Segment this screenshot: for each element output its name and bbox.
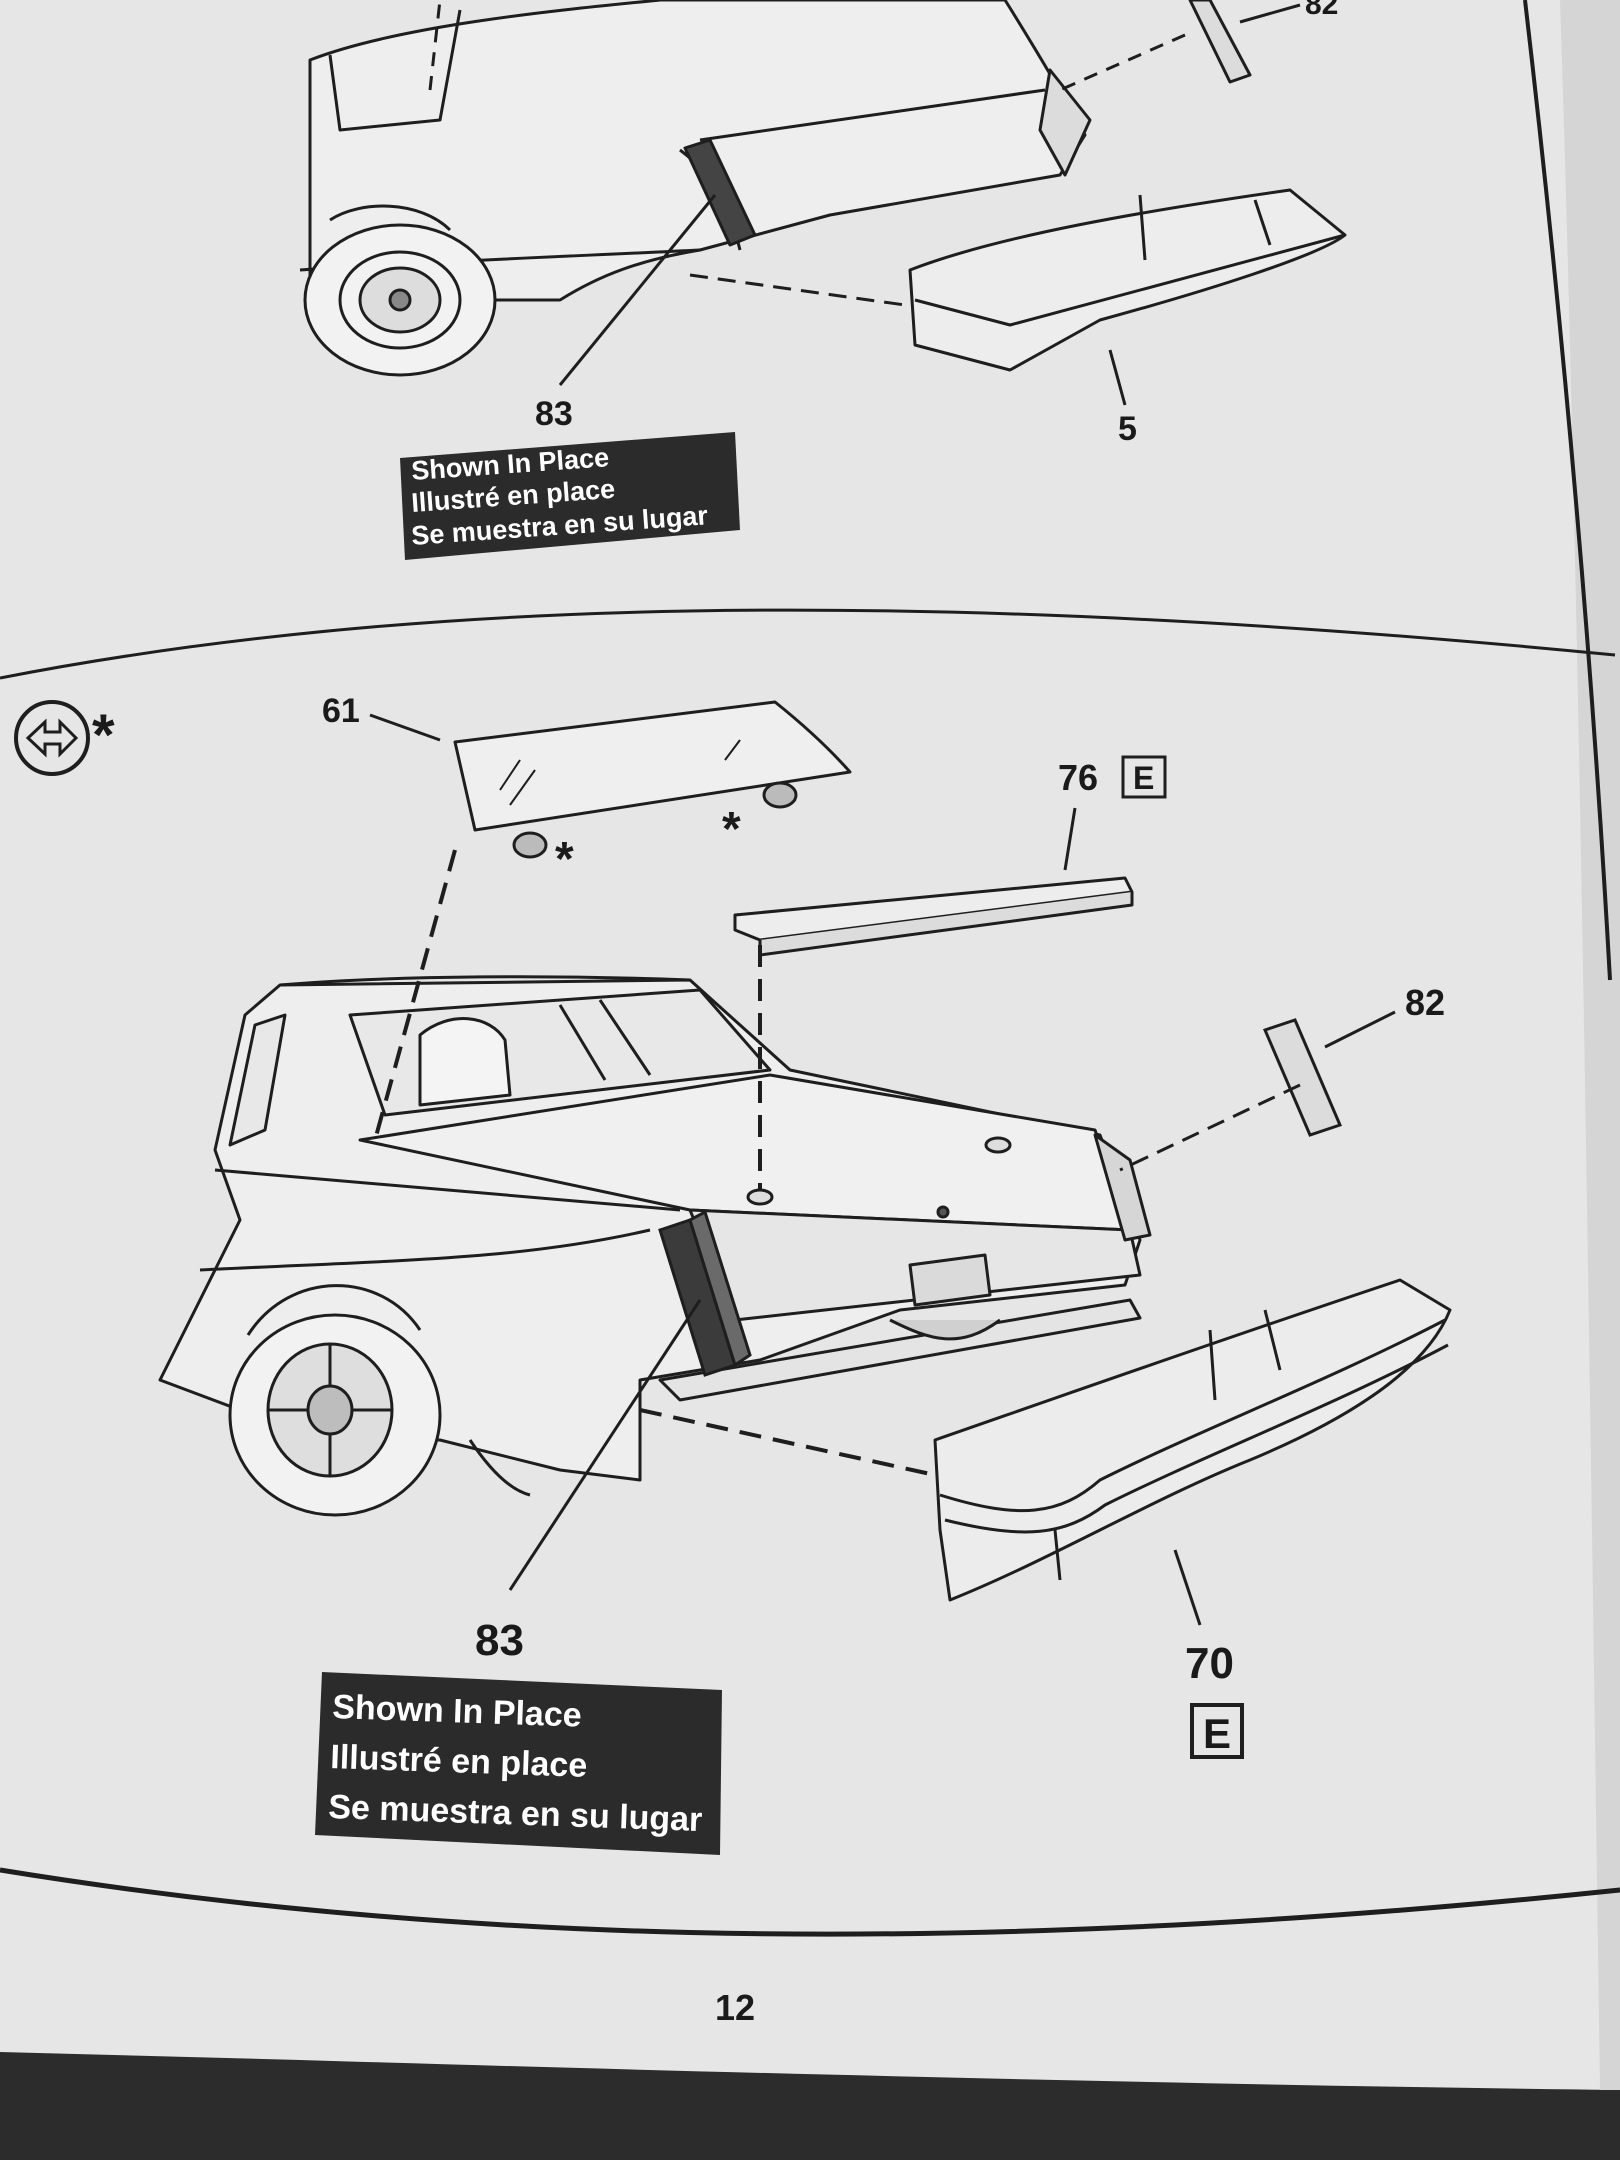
label-82: 82	[1405, 982, 1445, 1023]
upper-bumper-5	[908, 188, 1347, 372]
leader-83	[508, 1299, 702, 1591]
lower-wheel-arch	[246, 1284, 422, 1336]
lower-window-divider-1	[558, 1004, 607, 1081]
lower-seat-back	[418, 1017, 512, 1107]
lower-taillight	[1093, 1133, 1152, 1242]
dashed-70-to-car	[639, 1408, 936, 1477]
lower-window-divider-2	[598, 999, 652, 1076]
leader-70	[1173, 1549, 1202, 1626]
label-76: 76	[1058, 757, 1098, 798]
upper-rear-wheel	[303, 204, 497, 377]
tag-70-letter: E	[1203, 1710, 1231, 1757]
glue-mark-left: *	[555, 833, 574, 886]
lower-caption-line-2: Illustré en place	[330, 1738, 588, 1785]
lower-shelf-hole-2	[984, 1136, 1012, 1154]
lower-hub	[306, 1384, 354, 1436]
tag-76-box	[1121, 755, 1167, 799]
upper-rear-taillight	[1038, 68, 1092, 177]
upper-leader-83	[558, 194, 717, 386]
tag-76-letter: E	[1133, 760, 1154, 796]
part-61-rear-window	[453, 700, 852, 859]
tag-70-box	[1190, 1703, 1244, 1759]
lower-rear-wheel	[228, 1284, 442, 1517]
upper-label-5: 5	[1118, 410, 1137, 448]
page-number: 12	[715, 1987, 755, 2028]
lower-quarter-window	[228, 1013, 287, 1147]
leader-82	[1324, 1010, 1396, 1049]
lower-trunk-lock	[936, 1205, 950, 1219]
lower-belt-line	[214, 1168, 681, 1212]
part-82-tail-panel	[1262, 1018, 1343, 1137]
leader-61	[369, 713, 441, 742]
right-margin-line	[1523, 0, 1612, 981]
upper-part-82	[1188, 0, 1252, 84]
lower-exhaust	[889, 1318, 1001, 1341]
lower-mud-flap	[468, 1439, 531, 1497]
dashed-61-to-car	[373, 849, 457, 1141]
lower-license-recess	[908, 1253, 992, 1307]
label-70: 70	[1185, 1639, 1234, 1688]
label-83: 83	[475, 1616, 524, 1665]
glue-tab-left	[512, 831, 548, 859]
lower-trim-panel-83	[658, 1209, 752, 1377]
upper-trim-panel-83	[683, 138, 757, 247]
lower-caption-box: Shown In Place Illustré en place Se mues…	[315, 1672, 722, 1855]
glue-icon	[14, 700, 90, 776]
step-divider-line	[0, 608, 1616, 680]
upper-step	[299, 0, 1347, 406]
glue-icon-arrows	[25, 718, 79, 758]
lower-caption-line-1: Shown In Place	[332, 1688, 583, 1735]
glue-mark-right: *	[722, 803, 741, 856]
dashed-82	[1119, 1083, 1301, 1172]
upper-label-82: 82	[1305, 0, 1338, 21]
upper-bumper-dashed	[689, 273, 906, 307]
lower-roof-line	[279, 975, 691, 987]
glue-symbol-asterisk: *	[92, 703, 115, 768]
lower-body-crease	[199, 1228, 651, 1272]
glue-tab-right	[762, 781, 798, 809]
upper-caption-box: Shown In Place Illustré en place Se mues…	[400, 432, 740, 560]
paper-shadow	[1560, 0, 1620, 2090]
part-70-rear-bumper	[933, 1278, 1452, 1602]
bottom-border-line	[0, 1867, 1620, 1937]
label-61: 61	[322, 692, 360, 730]
leader-76	[1063, 807, 1077, 871]
glue-symbol: *	[14, 700, 115, 776]
upper-label-83: 83	[535, 395, 573, 433]
part-76-rear-shelf	[733, 876, 1134, 957]
upper-leader-82	[1239, 3, 1301, 24]
lower-shelf-hole-1	[746, 1188, 774, 1206]
upper-leader-5	[1108, 349, 1127, 406]
